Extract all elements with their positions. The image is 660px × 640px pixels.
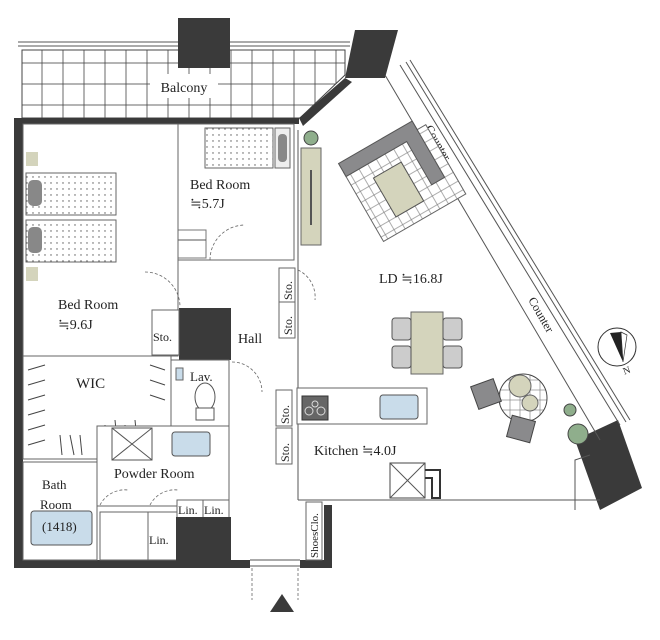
linen-label: Lin. — [149, 533, 169, 547]
outer-walls — [14, 78, 642, 568]
hall-label: Hall — [238, 332, 262, 347]
compass-north-label: N — [622, 365, 633, 378]
plant-icon — [567, 423, 589, 445]
linen-label: Lin. — [204, 503, 224, 517]
shoes-closet-label: ShoesClo. — [309, 513, 321, 558]
dining-table — [410, 311, 444, 375]
wic-label: WIC — [76, 376, 105, 392]
lav-label: Lav. — [190, 369, 213, 384]
powder-room: Powder Room — [96, 425, 230, 507]
storage-label: Sto. — [278, 405, 292, 424]
linen-label: Lin. — [178, 503, 198, 517]
storage-label: Sto. — [153, 330, 172, 344]
bed-room-label: Bed Room — [190, 178, 250, 193]
bed-room-label: Bed Room — [58, 298, 118, 313]
bath-room-label: Room — [40, 497, 72, 512]
kitchen: Kitchen ≒4.0J — [296, 387, 441, 499]
bath-room-label: Bath — [42, 477, 67, 492]
storage-label: Sto. — [278, 443, 292, 462]
pillar — [178, 18, 230, 68]
storage-label: Sto. — [281, 281, 295, 300]
balcony-label: Balcony — [161, 81, 208, 96]
entrance: ShoesClo. — [250, 501, 323, 612]
bath-room: Bath Room (1418) — [22, 461, 98, 561]
pillar — [345, 30, 398, 78]
powder-room-label: Powder Room — [114, 467, 195, 482]
hall-storage: Sto. Sto. Sto. Sto. — [275, 267, 316, 465]
compass-icon: N — [597, 327, 637, 378]
storage-label: Sto. — [281, 316, 295, 335]
plant-icon — [563, 403, 577, 417]
sofa — [337, 120, 446, 186]
bed-room-size: ≒5.7J — [190, 197, 225, 212]
living-dining: LD ≒16.8J — [300, 120, 589, 445]
linen-closets: Lin. Lin. Lin. — [99, 499, 231, 562]
ld-label: LD ≒16.8J — [379, 272, 443, 287]
lavatory: Lav. — [170, 359, 263, 427]
balcony: Balcony — [18, 18, 398, 119]
kitchen-label: Kitchen ≒4.0J — [314, 444, 397, 459]
entrance-arrow-icon — [270, 594, 294, 612]
plant-icon — [303, 130, 319, 146]
bed-room-size: ≒9.6J — [58, 318, 93, 333]
bed — [204, 127, 274, 169]
sink-icon — [379, 394, 419, 420]
bath-size-label: (1418) — [42, 519, 77, 534]
